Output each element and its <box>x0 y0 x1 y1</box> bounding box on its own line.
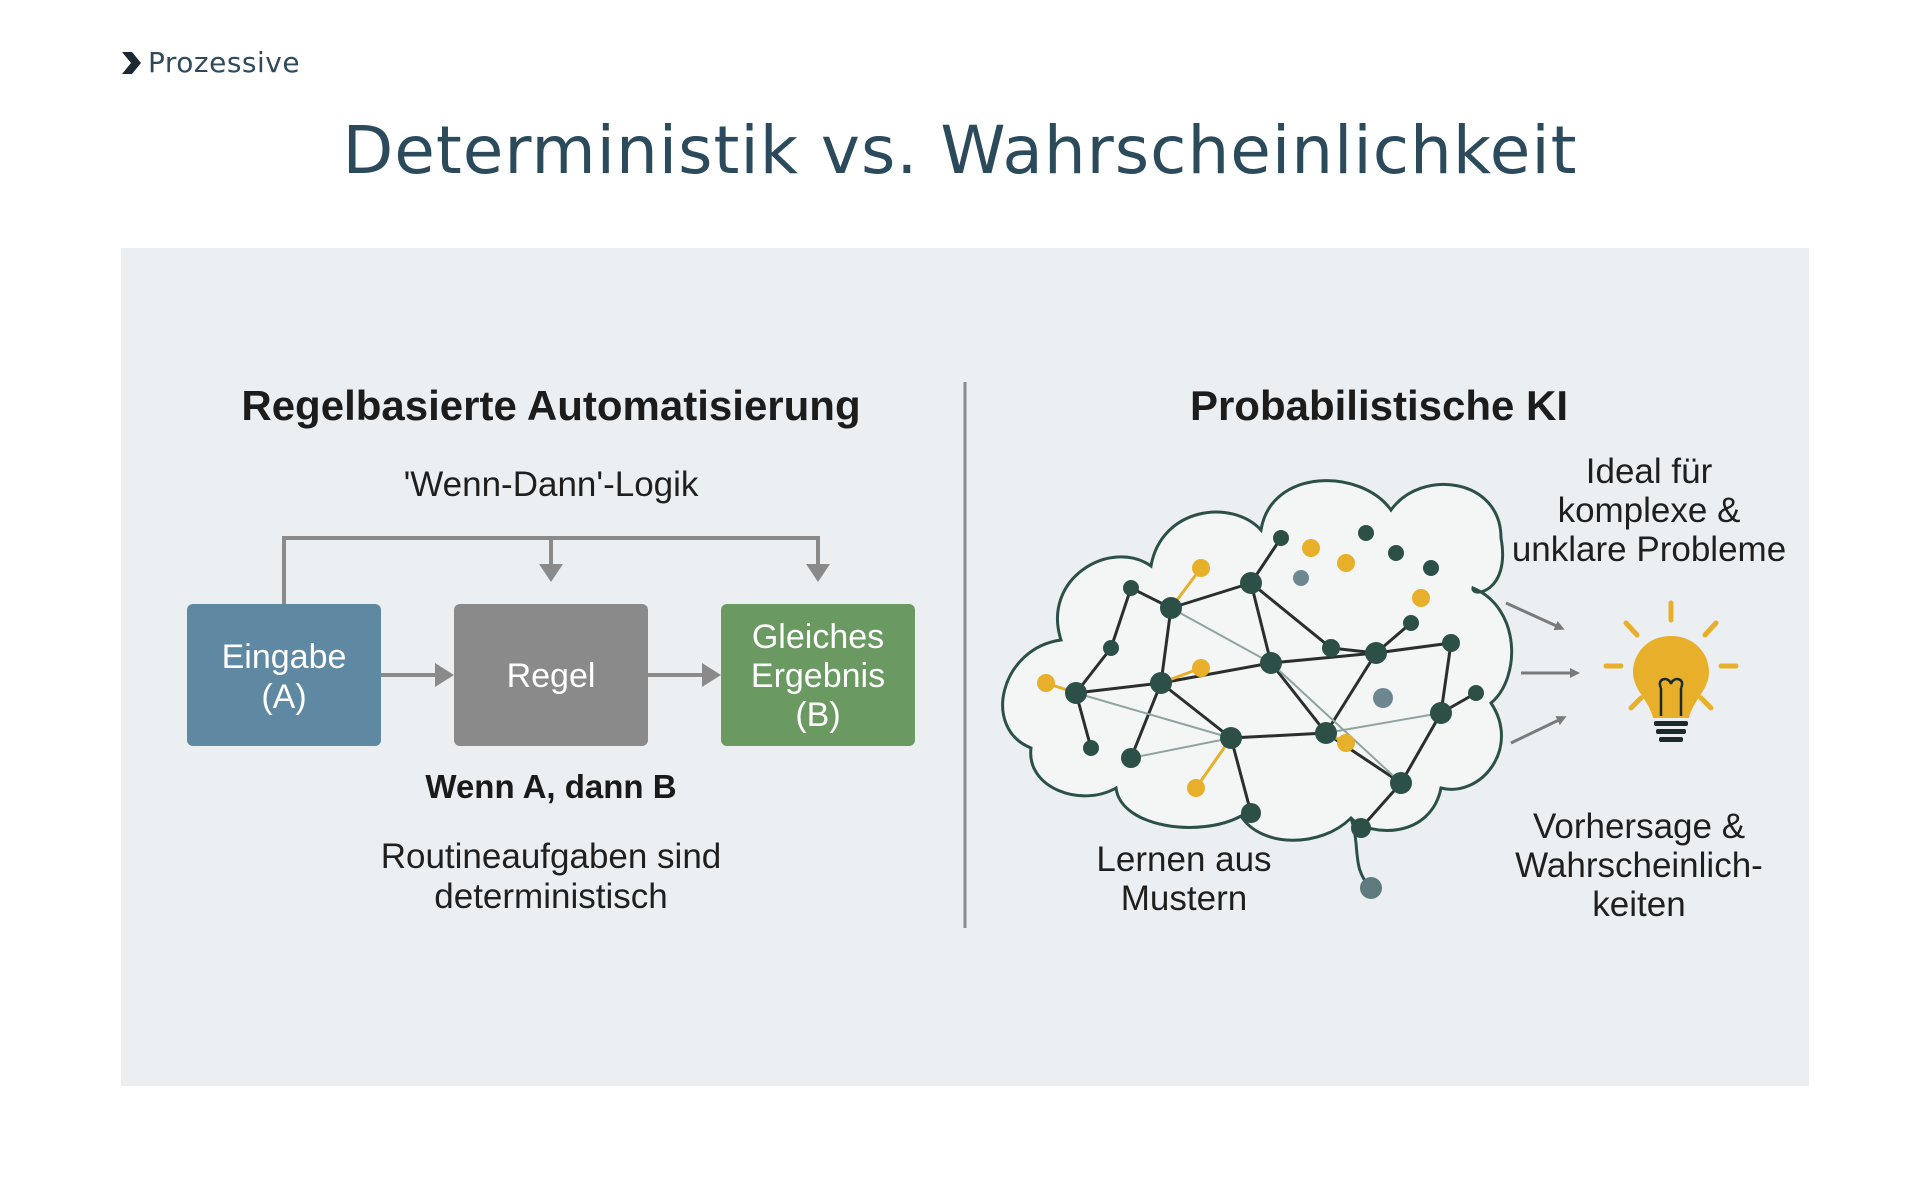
network-edges <box>1074 537 1477 829</box>
node <box>1442 634 1460 652</box>
node <box>1083 740 1099 756</box>
probabilistic-heading: Probabilistische KI <box>1190 382 1568 429</box>
node <box>1360 877 1382 899</box>
node <box>1260 652 1282 674</box>
ideal-text-line-3: unklare Probleme <box>1512 530 1786 569</box>
if-then-logic-label: 'Wenn-Dann'-Logik <box>404 465 699 504</box>
node <box>1220 727 1242 749</box>
node <box>1430 702 1452 724</box>
brand-logo: Prozessive <box>120 46 300 79</box>
node <box>1160 597 1182 619</box>
input-box-line-1: Eingabe <box>222 638 347 676</box>
rule-based-heading: Regelbasierte Automatisierung <box>241 382 860 429</box>
caption-line-1: Routineaufgaben sind <box>381 837 722 876</box>
output-box: Gleiches Ergebnis (B) <box>721 604 915 746</box>
node <box>1358 525 1374 541</box>
lightbulb-icon <box>1603 600 1739 742</box>
node <box>1351 818 1371 838</box>
node <box>1293 570 1309 586</box>
node <box>1240 572 1262 594</box>
node <box>1241 803 1261 823</box>
comparison-diagram: Regelbasierte Automatisierung 'Wenn-Dann… <box>121 248 1809 1086</box>
brand-name: Prozessive <box>148 46 301 79</box>
rule-box-label: Regel <box>507 657 596 695</box>
input-box: Eingabe (A) <box>187 604 381 746</box>
node <box>1423 560 1439 576</box>
if-then-connector <box>282 536 820 604</box>
node <box>1468 685 1484 701</box>
node <box>1315 722 1337 744</box>
ideal-text-line-1: Ideal für <box>1586 452 1713 491</box>
insight-arrows <box>1505 601 1580 745</box>
diagram-canvas: Regelbasierte Automatisierung 'Wenn-Dann… <box>187 382 1786 928</box>
node <box>1322 639 1340 657</box>
prediction-text-line-1: Vorhersage & <box>1533 807 1745 846</box>
node <box>1390 772 1412 794</box>
ideal-text-line-2: komplexe & <box>1558 491 1741 530</box>
prediction-text-line-3: keiten <box>1592 885 1685 924</box>
if-a-then-b-label: Wenn A, dann B <box>425 768 676 805</box>
output-box-line-2: Ergebnis <box>751 657 885 695</box>
page-title: Deterministik vs. Wahrscheinlichkeit <box>342 112 1578 189</box>
learning-text-line-1: Lernen aus <box>1096 840 1271 879</box>
chevron-right-icon <box>122 51 141 74</box>
node <box>1192 659 1210 677</box>
node <box>1103 640 1119 656</box>
node <box>1403 615 1419 631</box>
node <box>1187 779 1205 797</box>
arrow-right-rule <box>435 663 454 687</box>
rule-box: Regel <box>454 604 648 746</box>
probabilistic-panel: Probabilistische KI <box>1001 382 1786 924</box>
node <box>1373 688 1393 708</box>
node <box>1273 530 1289 546</box>
arrow-down-output <box>806 564 830 582</box>
cloud-outline <box>1001 479 1514 842</box>
node <box>1337 554 1355 572</box>
node <box>1121 748 1141 768</box>
node <box>1302 539 1320 557</box>
arrow-down-rule <box>539 564 563 582</box>
node <box>1192 559 1210 577</box>
node <box>1388 545 1404 561</box>
node <box>1123 580 1139 596</box>
arrow-right-output <box>702 663 721 687</box>
caption-line-2: deterministisch <box>434 877 667 916</box>
learning-text-line-2: Mustern <box>1121 879 1247 918</box>
node <box>1037 674 1055 692</box>
node <box>1065 682 1087 704</box>
node <box>1412 589 1430 607</box>
node <box>1365 642 1387 664</box>
network-nodes <box>1037 525 1484 899</box>
output-box-line-1: Gleiches <box>752 618 884 656</box>
rule-based-panel: Regelbasierte Automatisierung 'Wenn-Dann… <box>187 382 915 916</box>
node <box>1150 672 1172 694</box>
prediction-text-line-2: Wahrscheinlich- <box>1515 846 1763 885</box>
node <box>1337 734 1355 752</box>
input-box-line-2: (A) <box>261 678 306 716</box>
output-box-line-3: (B) <box>795 696 840 734</box>
network-edges-light <box>1075 607 1442 784</box>
